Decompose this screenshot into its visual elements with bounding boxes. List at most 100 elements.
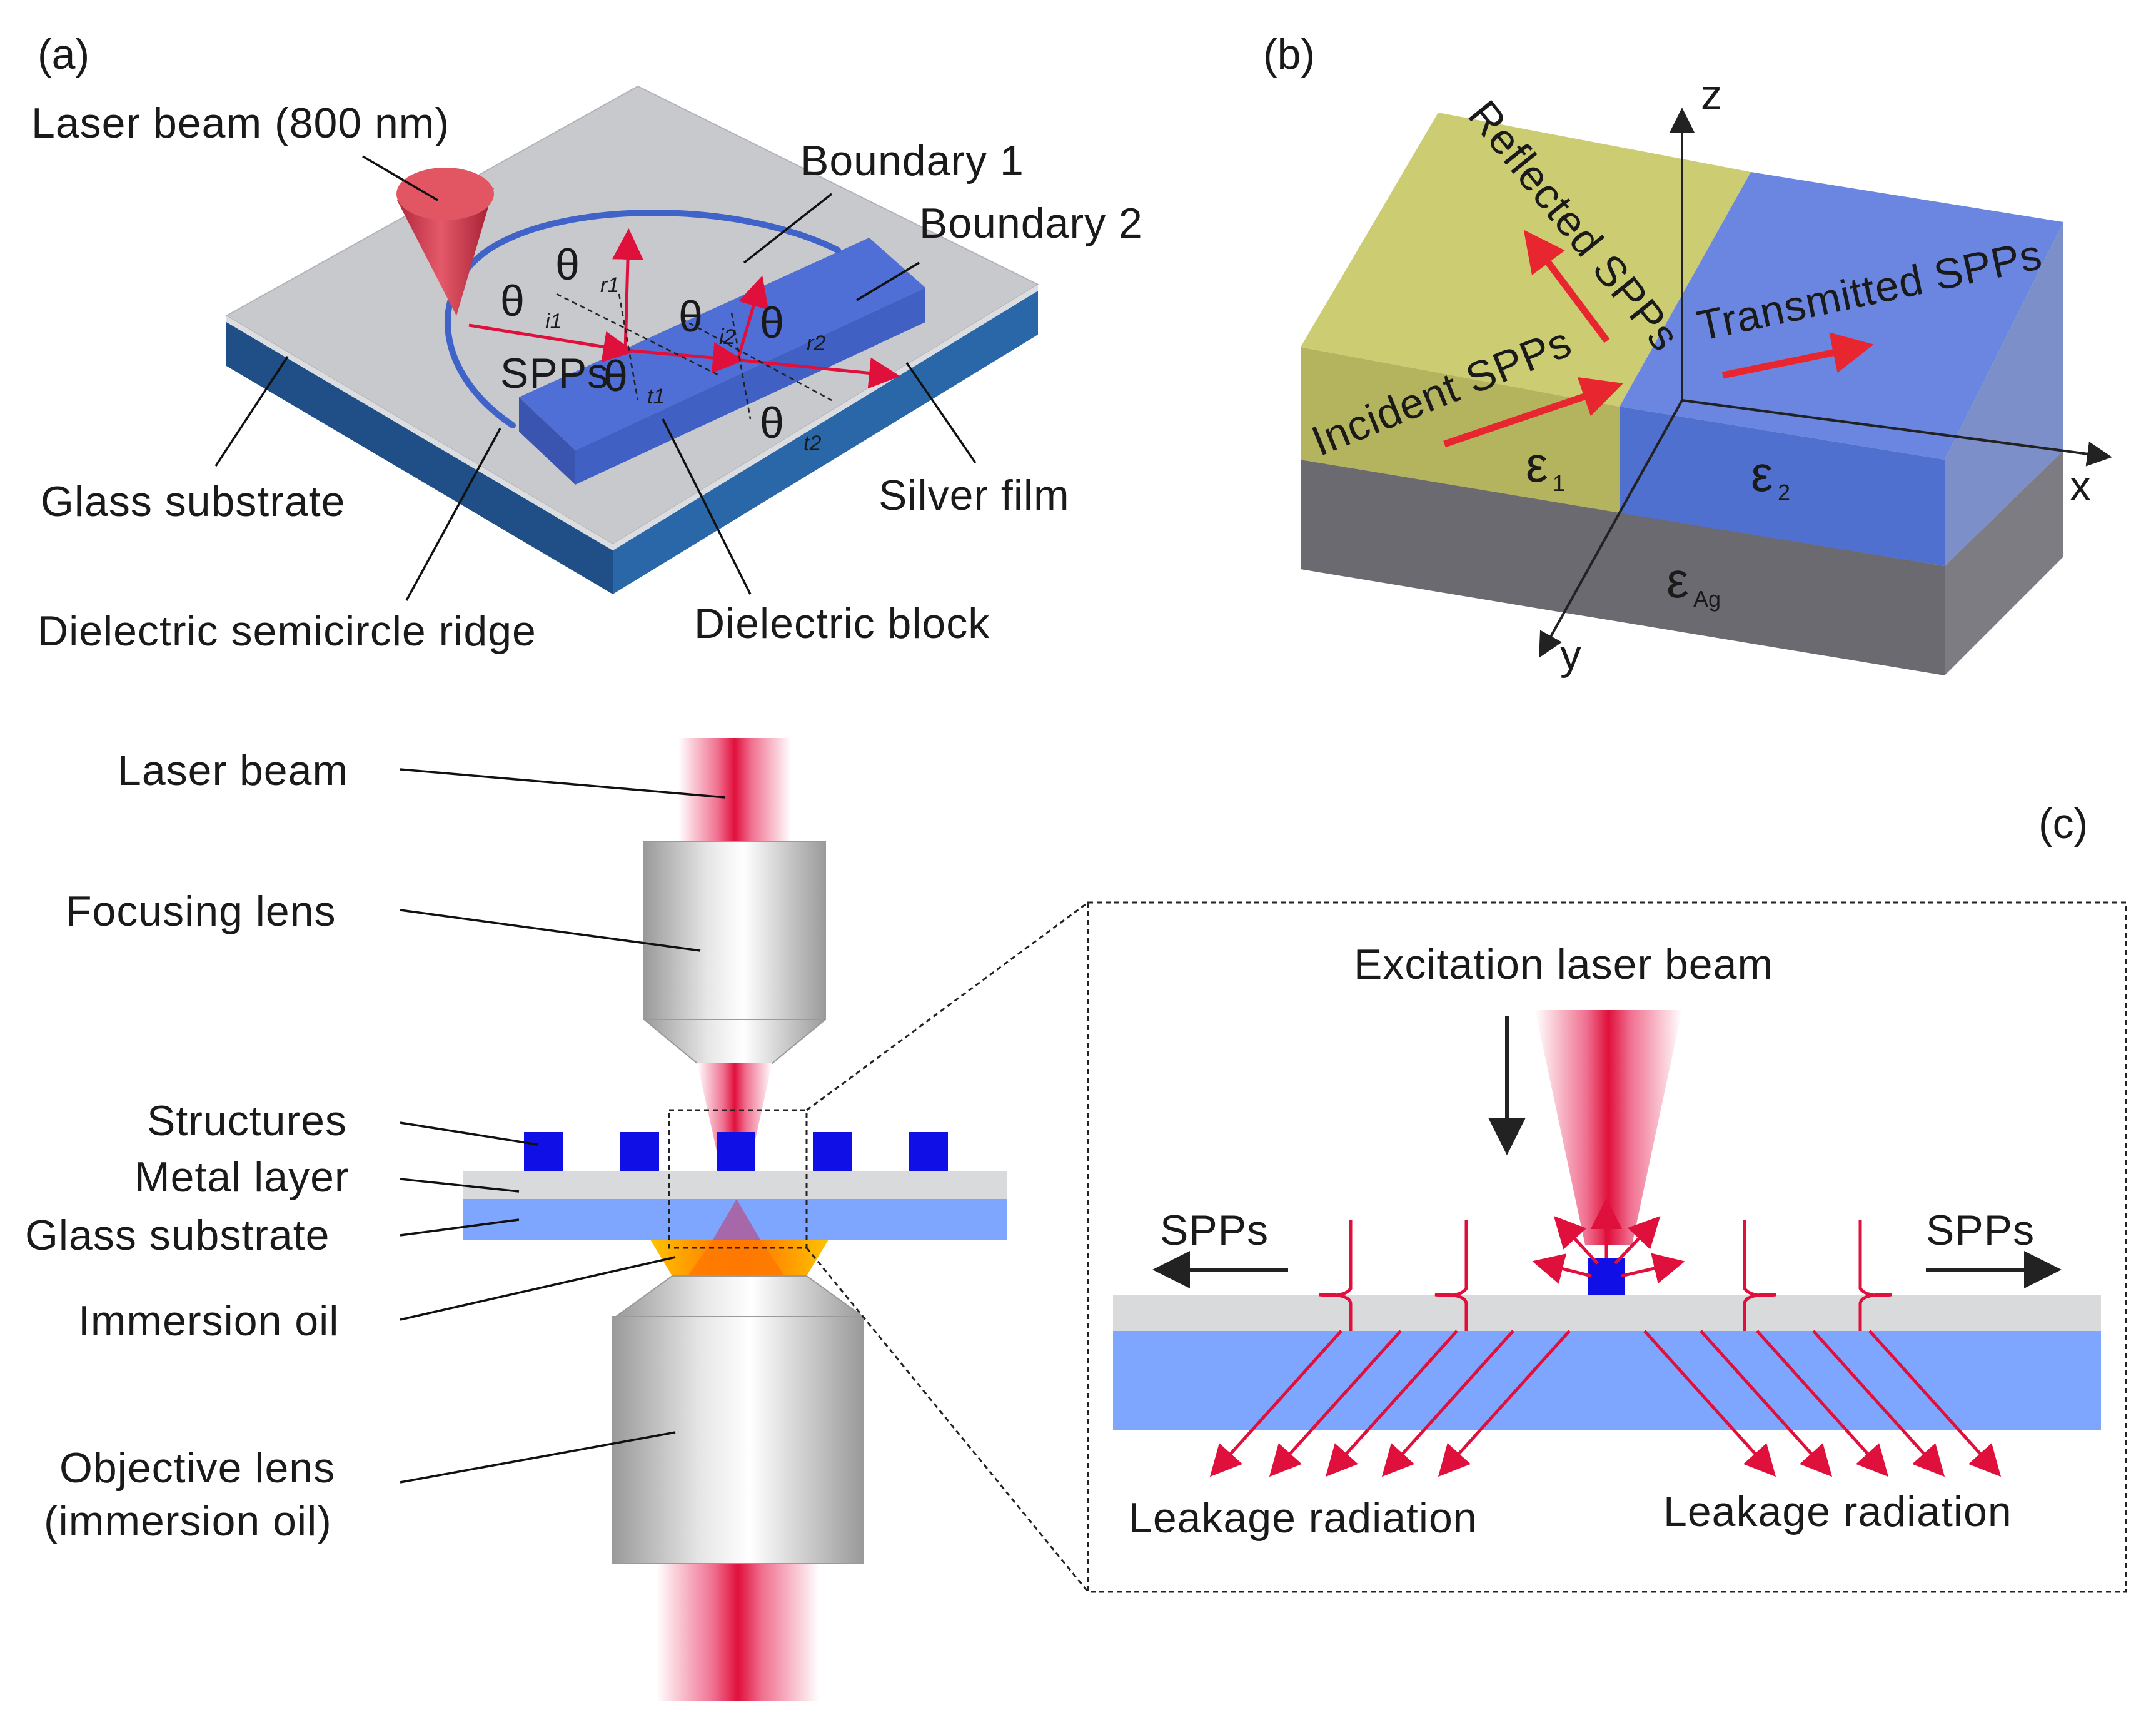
eps-ag: ε (1666, 552, 1689, 608)
leader-glass-c (400, 1218, 520, 1237)
zoom-connector-top (806, 901, 1089, 1111)
leader-objective (400, 1431, 676, 1484)
eps-ag-sub: Ag (1693, 586, 1721, 612)
inset-structure (1588, 1258, 1625, 1295)
focusing-lens-tip (642, 1019, 827, 1064)
zoom-region (668, 1109, 808, 1249)
label-boundary-2: Boundary 2 (919, 200, 1143, 247)
objective-lens-body (612, 1316, 864, 1564)
label-laser-beam-800: Laser beam (800 nm) (31, 99, 450, 147)
leader-metal (400, 1178, 520, 1193)
panel-c-tag: (c) (2038, 800, 2088, 847)
label-spps-left: SPPs (1160, 1207, 1269, 1254)
label-objective-lens-oil: (immersion oil) (44, 1497, 332, 1545)
panel-c-setup: (c) (25, 738, 2088, 1701)
structure-block (620, 1132, 659, 1171)
theta-r1: θ (555, 240, 580, 289)
theta-r1-sub: r1 (600, 273, 619, 297)
label-metal-layer: Metal layer (134, 1153, 350, 1201)
structures (524, 1132, 948, 1171)
scatter-arrows (1532, 1198, 1685, 1284)
silver-block-front (1301, 460, 1945, 675)
silver-block-side (1945, 450, 2063, 675)
glass-substrate-side-left (226, 322, 613, 594)
spp-profiles (1319, 1220, 1892, 1331)
label-objective-lens: Objective lens (59, 1444, 335, 1492)
epsilon2-side (1945, 222, 2063, 566)
eps1-sub: 1 (1553, 470, 1565, 496)
label-glass-substrate-a: Glass substrate (41, 478, 345, 525)
eps1: ε (1526, 437, 1548, 492)
theta-t1: θ (603, 352, 628, 400)
epsilon2-front (1620, 407, 1945, 566)
leader-focusing (400, 909, 701, 952)
leader-boundary1 (743, 193, 833, 264)
panel-c-inset: Excitation laser beam SPPs SPPs (1087, 901, 2127, 1593)
axis-x: x (2070, 462, 2092, 510)
label-boundary-1: Boundary 1 (800, 137, 1024, 185)
leader-boundary2 (856, 261, 920, 301)
theta-r2: θ (760, 298, 784, 347)
dielectric-block-side (519, 397, 575, 485)
leader-oil (400, 1256, 676, 1321)
leader-ridge (405, 428, 501, 601)
structure-block (909, 1132, 948, 1171)
panel-a-tag: (a) (38, 31, 89, 78)
inset-metal-layer (1113, 1295, 2101, 1331)
label-dielectric-block: Dielectric block (694, 600, 990, 647)
label-laser-beam-c: Laser beam (118, 747, 348, 794)
inset-glass-layer (1113, 1331, 2101, 1430)
zoom-connector-bottom (805, 1247, 1089, 1592)
dielectric-semicircle-ridge (445, 210, 841, 428)
glass-substrate-side-right (613, 291, 1038, 594)
axes-b (1539, 108, 2112, 658)
focusing-lens-body (643, 841, 826, 1020)
structure-block (813, 1132, 852, 1171)
theta-labels: θ i1 θ r1 θ i2 θ r2 θ t1 θ t2 (500, 240, 825, 455)
excitation-beam (1535, 1010, 1682, 1245)
leader-glass (214, 356, 289, 467)
laser-beam-bottom (657, 1564, 819, 1701)
label-focusing-lens: Focusing lens (66, 888, 336, 935)
leader-laser-c (400, 768, 726, 799)
epsilon-labels: ε 1 ε 2 ε Ag (1526, 437, 1790, 612)
structure-block (524, 1132, 563, 1171)
theta-t2: θ (760, 398, 784, 447)
objective-lens-tip (613, 1275, 865, 1317)
metal-layer (463, 1171, 1007, 1199)
angle-guides (556, 293, 832, 420)
eps2: ε (1751, 446, 1773, 502)
panel-a: (a) (31, 31, 1143, 655)
laser-cone (396, 168, 494, 316)
spp-arrows-b (1443, 230, 1874, 448)
label-excitation-laser: Excitation laser beam (1354, 941, 1773, 988)
label-structures: Structures (147, 1097, 347, 1145)
theta-i1-sub: i1 (545, 310, 562, 333)
eps2-sub: 2 (1778, 480, 1790, 505)
axis-z: z (1701, 71, 1723, 119)
theta-i1: θ (500, 276, 525, 325)
dielectric-block-front (575, 288, 925, 485)
label-dielectric-ridge: Dielectric semicircle ridge (38, 607, 536, 655)
leader-block (662, 418, 752, 595)
panel-b-tag: (b) (1263, 31, 1315, 78)
epsilon1-front (1301, 347, 1620, 513)
structure-block (717, 1132, 755, 1171)
leader-silver (905, 362, 977, 463)
label-immersion-oil: Immersion oil (78, 1297, 339, 1345)
leader-laser (362, 155, 438, 201)
label-leakage-left: Leakage radiation (1129, 1494, 1478, 1542)
spps-label-a: SPPs (500, 350, 609, 397)
leakage-arrows (1209, 1330, 2002, 1477)
label-glass-substrate-c: Glass substrate (25, 1212, 330, 1259)
silver-film-edge (226, 285, 1038, 550)
theta-i2: θ (678, 292, 703, 341)
theta-i2-sub: i2 (719, 325, 736, 349)
leader-structures (400, 1121, 538, 1146)
panel-b: (b) z x y Incident SPPs Reflected SPPs T… (1263, 31, 2112, 679)
label-silver-film: Silver film (879, 472, 1070, 519)
epsilon2-region (1620, 172, 2063, 460)
label-spps-right: SPPs (1926, 1207, 2035, 1254)
theta-r2-sub: r2 (807, 331, 825, 355)
